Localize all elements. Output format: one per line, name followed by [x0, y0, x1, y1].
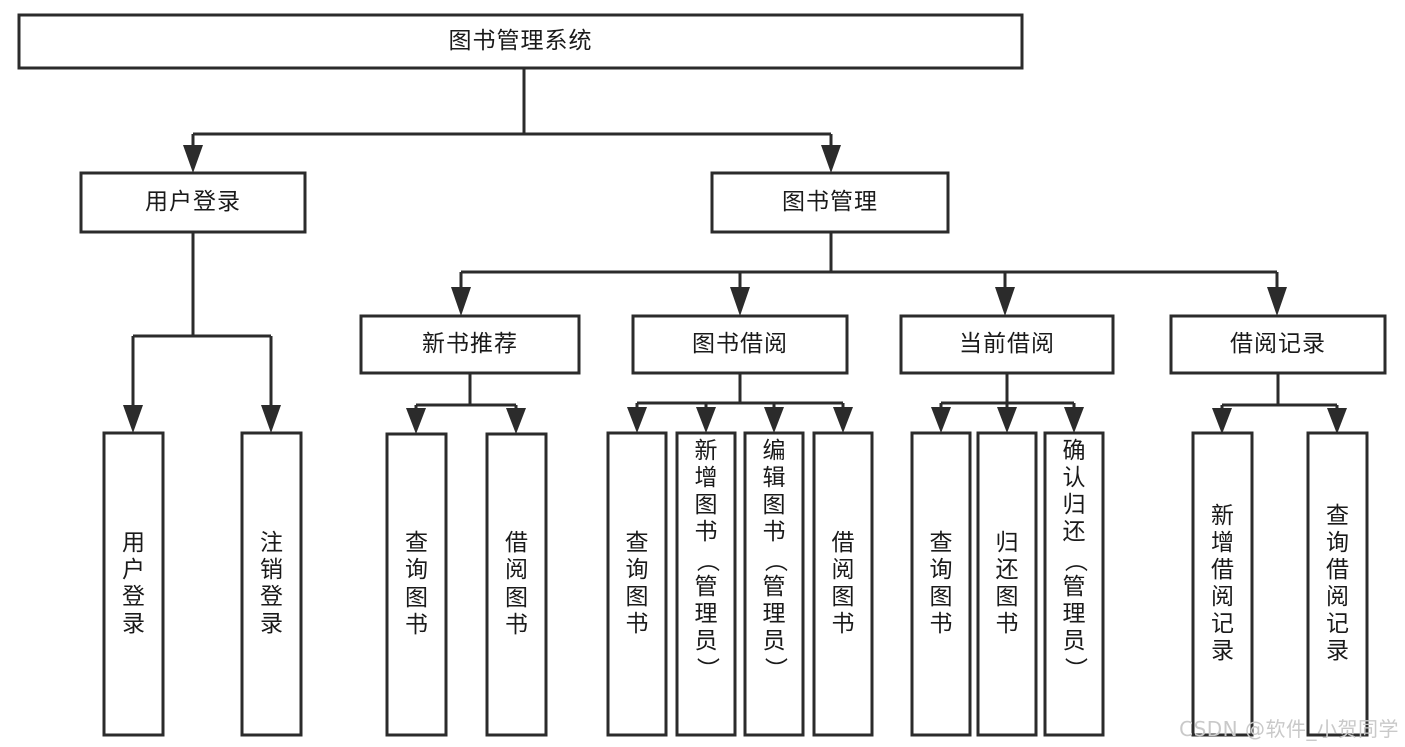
- arrow-head-current-borrow: [995, 287, 1015, 316]
- arrow-head-br-leaf-1: [1212, 408, 1232, 434]
- node-box-leaf-cb-confirm-return[interactable]: [1043, 431, 1105, 737]
- arrow-head-bb-leaf-3: [764, 407, 784, 433]
- node-box-leaf-bb-add-book[interactable]: [675, 431, 737, 737]
- arrow-head-cb-leaf-2: [997, 407, 1017, 433]
- arrow-head-br-leaf-2: [1327, 408, 1347, 434]
- node-box-book-management[interactable]: [710, 171, 950, 234]
- node-box-leaf-bb-borrow-book[interactable]: [812, 431, 874, 737]
- arrow-head-bb-leaf-2: [696, 407, 716, 433]
- arrow-head-borrow-record: [1267, 287, 1287, 316]
- node-box-leaf-nb-query-book[interactable]: [385, 432, 448, 737]
- arrow-head-cb-leaf-3: [1064, 407, 1084, 433]
- node-box-leaf-bb-edit-book[interactable]: [743, 431, 805, 737]
- arrow-head-cb-leaf-1: [931, 407, 951, 433]
- arrow-head-bb-leaf-1: [627, 407, 647, 433]
- arrow-head-user-login: [183, 145, 203, 173]
- node-box-current-borrow[interactable]: [899, 314, 1115, 375]
- node-box-leaf-cb-return-book[interactable]: [976, 431, 1038, 737]
- arrow-head-book-mgmt: [821, 145, 841, 173]
- arrow-head-bb-leaf-4: [833, 407, 853, 433]
- node-box-leaf-br-query-record[interactable]: [1306, 431, 1369, 737]
- node-box-leaf-logout-login[interactable]: [240, 431, 303, 737]
- node-box-leaf-user-login[interactable]: [102, 431, 165, 737]
- node-box-leaf-bb-query-book[interactable]: [606, 431, 668, 737]
- node-box-leaf-cb-query-book[interactable]: [910, 431, 972, 737]
- node-box-book-borrow[interactable]: [631, 314, 849, 375]
- node-box-user-login[interactable]: [79, 171, 307, 234]
- node-box-new-book-recommend[interactable]: [359, 314, 581, 375]
- node-box-leaf-nb-borrow-book[interactable]: [485, 432, 548, 737]
- arrow-head-nb-leaf-2: [506, 408, 526, 434]
- arrow-head-leaf-logout: [261, 405, 281, 433]
- node-box-root[interactable]: [17, 13, 1024, 70]
- node-box-borrow-record[interactable]: [1169, 314, 1387, 375]
- arrow-head-leaf-user-login: [123, 405, 143, 433]
- arrow-head-nb-leaf-1: [406, 408, 426, 434]
- arrow-head-new-book: [451, 287, 471, 316]
- arrow-head-book-borrow: [730, 287, 750, 316]
- node-box-leaf-br-add-record[interactable]: [1191, 431, 1254, 737]
